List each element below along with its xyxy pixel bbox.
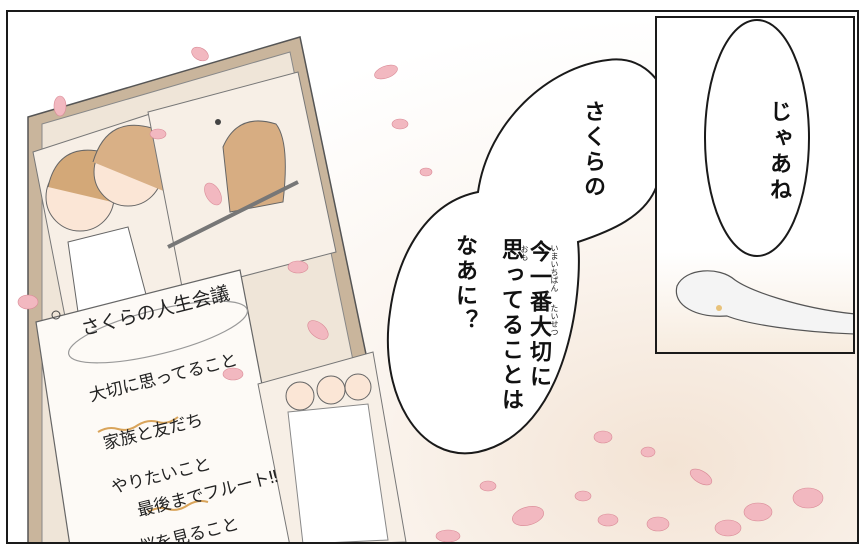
petal — [287, 260, 309, 274]
spoon — [675, 270, 853, 335]
inset-speech-bubble — [704, 19, 810, 257]
petal — [743, 502, 773, 522]
petal — [593, 430, 613, 444]
memo-title-cloud — [67, 300, 249, 364]
bubble-line-naani: なあに？ — [452, 234, 477, 334]
petal — [391, 118, 409, 130]
petal — [204, 182, 222, 206]
petal — [53, 95, 67, 117]
petal — [191, 46, 209, 62]
petal — [574, 490, 592, 502]
family-clothes — [287, 403, 389, 542]
petal — [646, 516, 670, 532]
spoon-drop — [716, 305, 722, 311]
ruby-omo: おも — [520, 245, 529, 261]
cherry-petals — [17, 41, 855, 542]
petal — [479, 480, 497, 492]
petal — [435, 529, 461, 542]
inset-panel: じゃあね — [655, 16, 855, 354]
father-face — [285, 381, 315, 411]
petal — [512, 506, 544, 526]
petal — [419, 167, 433, 177]
underline-1 — [97, 416, 179, 433]
memo-paper — [35, 269, 293, 542]
petal — [17, 294, 39, 310]
underline-2 — [147, 500, 209, 513]
mother-face — [344, 373, 372, 401]
flute-girl-hair — [222, 120, 286, 213]
ruby-taisetsu: たいせつ — [550, 304, 559, 336]
petal — [374, 64, 398, 80]
main-panel-artwork — [17, 36, 855, 542]
petal — [689, 468, 713, 486]
bubble-line-sakura: さくらの — [580, 100, 605, 200]
petal — [714, 519, 742, 537]
inset-bubble-text: じゃあね — [766, 100, 791, 204]
petal — [307, 320, 329, 340]
sakura-face — [316, 375, 346, 405]
petal — [792, 487, 824, 509]
pin — [215, 119, 221, 125]
inset-artwork — [675, 19, 853, 335]
petal — [149, 128, 167, 140]
petal — [640, 446, 656, 458]
flute — [167, 180, 299, 249]
bubble-line-omotteru: 思ってることは — [498, 238, 523, 413]
bubble-line-ichiban: 今一番大切に — [526, 240, 551, 390]
ruby-imaichiban: いまいちばん — [550, 244, 559, 292]
memo-pin — [51, 310, 61, 320]
petal — [222, 367, 244, 381]
petal — [597, 513, 619, 527]
